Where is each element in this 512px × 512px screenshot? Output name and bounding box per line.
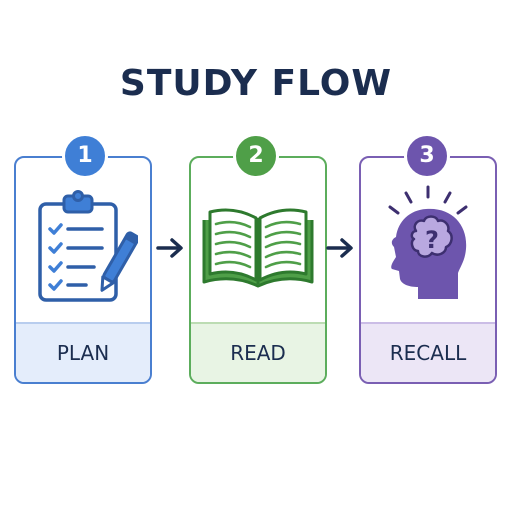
- step-number-badge-2: 2: [233, 133, 279, 179]
- plan-illustration: [16, 176, 150, 316]
- step-number-badge-1: 1: [62, 133, 108, 179]
- step-label-read: READ: [191, 322, 325, 382]
- step-card-plan: PLAN: [14, 156, 152, 384]
- arrow-right-icon: [326, 238, 353, 258]
- diagram-title: STUDY FLOW: [119, 63, 393, 104]
- arrow-right-icon: [156, 238, 183, 258]
- clipboard-checklist-icon: [38, 190, 138, 302]
- head-question-icon: ?: [388, 185, 468, 299]
- step-card-read: READ: [189, 156, 327, 384]
- read-illustration: [191, 176, 325, 316]
- step-label-recall: RECALL: [361, 322, 495, 382]
- step-label-plan: PLAN: [16, 322, 150, 382]
- svg-text:?: ?: [425, 226, 439, 254]
- step-card-recall: ? RECALL: [359, 156, 497, 384]
- recall-illustration: ?: [361, 176, 495, 316]
- step-number-badge-3: 3: [404, 133, 450, 179]
- open-book-icon: [202, 208, 314, 288]
